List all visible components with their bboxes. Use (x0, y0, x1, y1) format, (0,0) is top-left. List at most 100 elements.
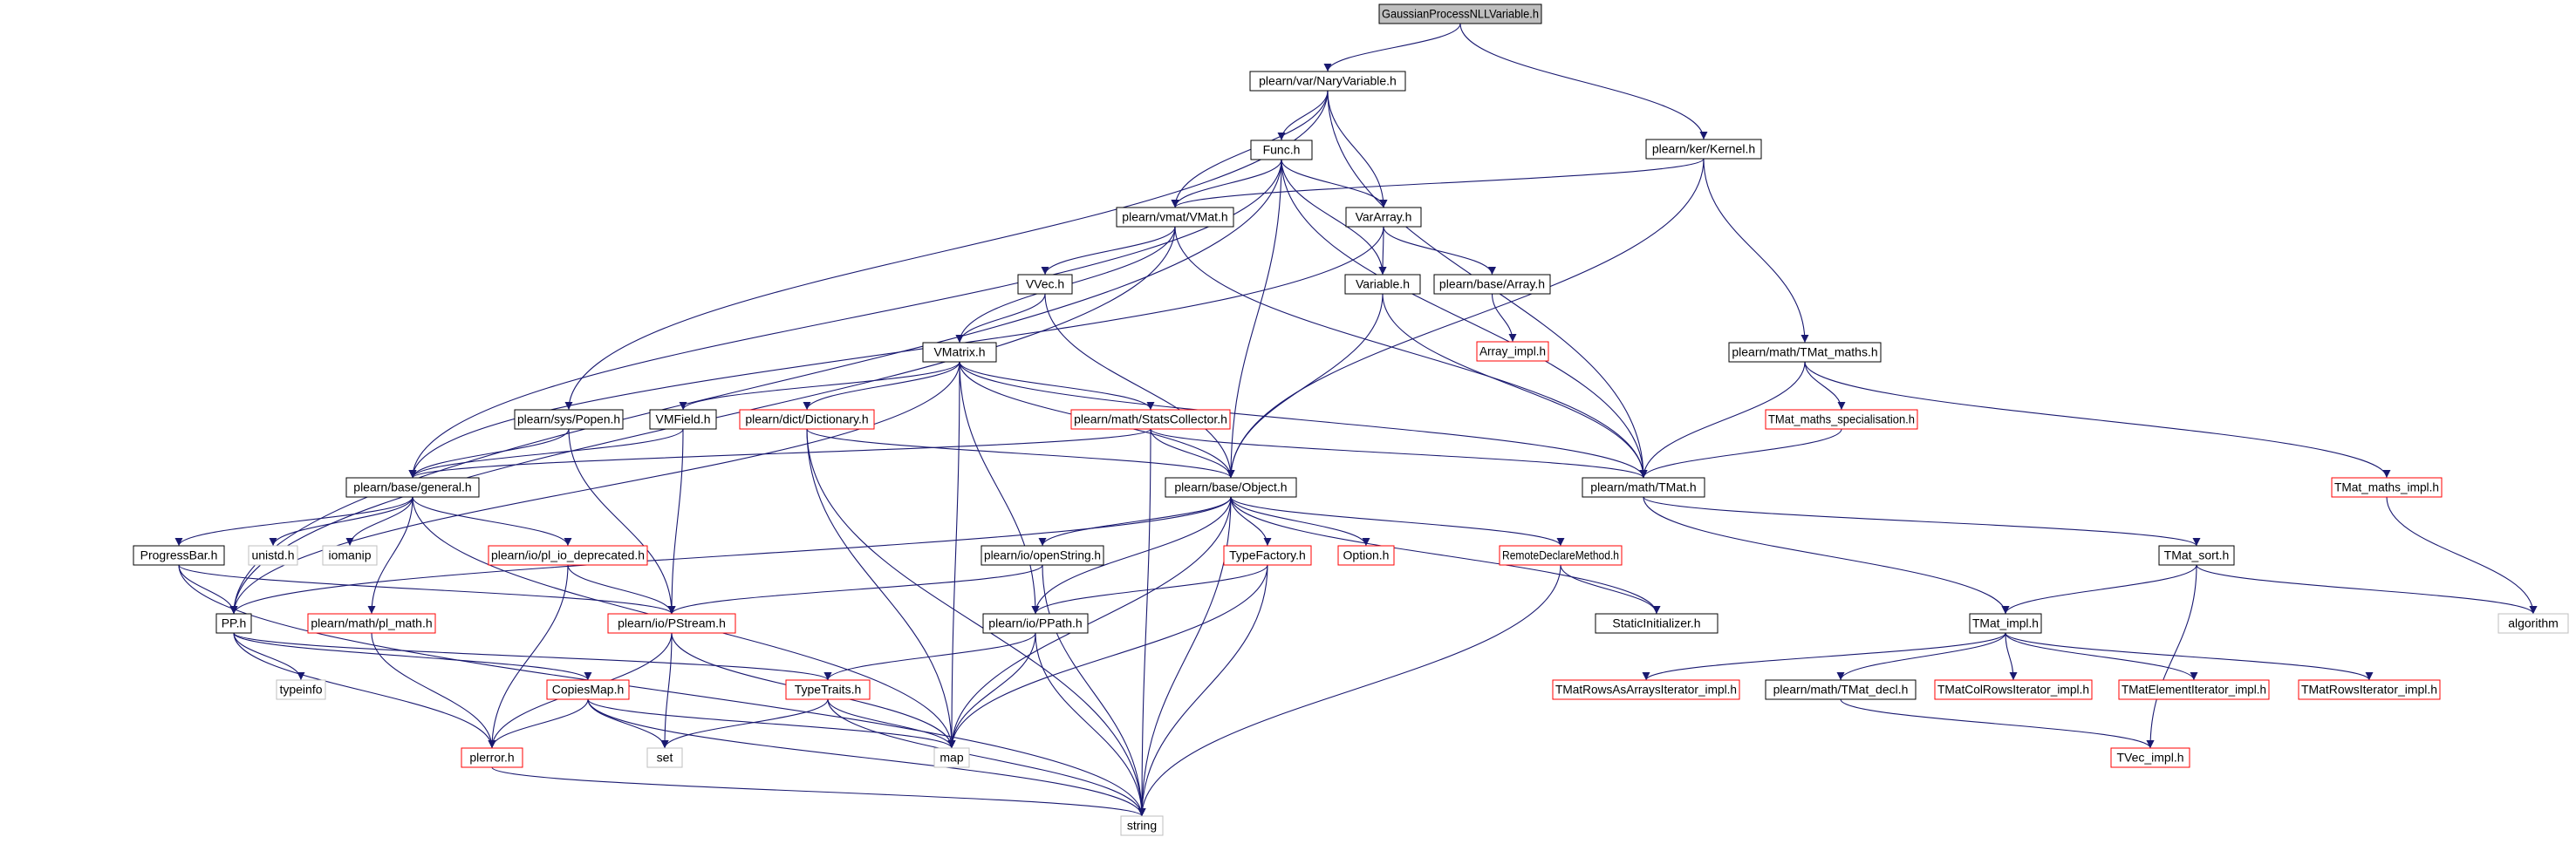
node-tmat[interactable]: plearn/math/TMat.h (1582, 477, 1705, 498)
edge-vmatrix-to-statscoll (959, 361, 1155, 411)
node-tmat_maths[interactable]: plearn/math/TMat_maths.h (1728, 342, 1882, 363)
edge-ppath-to-string (1035, 632, 1146, 817)
node-label-pstream: plearn/io/PStream.h (618, 616, 726, 630)
node-general[interactable]: plearn/base/general.h (345, 477, 480, 498)
edge-tmat_sort-to-tmat_impl (2001, 564, 2197, 615)
edge-progressbar-to-pstream (178, 564, 676, 615)
edge-vmatrix-to-vmfield (679, 361, 960, 411)
node-box-string (1120, 815, 1164, 836)
edge-tmat_sort-to-algorithm (2196, 564, 2538, 615)
node-box-tmat_sort (2158, 545, 2235, 566)
node-typefactory[interactable]: TypeFactory.h (1223, 545, 1312, 566)
node-label-option: Option.h (1343, 548, 1390, 562)
edge-tmat_maths-to-tmat_spec (1804, 361, 1846, 411)
edge-general-to-pl_io_dep (412, 496, 572, 547)
edge-remotedecl-to-string (1138, 564, 1561, 817)
node-vararray[interactable]: VarArray.h (1345, 207, 1422, 228)
edge-copiesmap-to-set (587, 698, 669, 749)
node-tmat_sort[interactable]: TMat_sort.h (2158, 545, 2235, 566)
node-box-typeinfo (276, 679, 326, 700)
node-rowsiter[interactable]: TMatRowsIterator_impl.h (2298, 679, 2441, 700)
node-ppath[interactable]: plearn/io/PPath.h (982, 613, 1089, 634)
edge-plerror-to-string (491, 766, 1146, 817)
node-label-rowsiter: TMatRowsIterator_impl.h (2301, 683, 2437, 697)
node-box-statscoll (1070, 409, 1231, 430)
node-pp[interactable]: PP.h (215, 613, 252, 634)
node-box-openstring (981, 545, 1104, 566)
node-label-func: Func.h (1263, 143, 1301, 157)
node-string: string (1120, 815, 1164, 836)
node-box-remotedecl (1499, 545, 1623, 566)
node-func[interactable]: Func.h (1250, 140, 1313, 160)
node-openstring[interactable]: plearn/io/openString.h (981, 545, 1104, 566)
node-kernel[interactable]: plearn/ker/Kernel.h (1645, 139, 1762, 160)
node-vmat[interactable]: plearn/vmat/VMat.h (1116, 207, 1234, 228)
node-vvec[interactable]: VVec.h (1017, 274, 1073, 295)
node-array_impl[interactable]: Array_impl.h (1476, 341, 1549, 362)
node-label-general: plearn/base/general.h (353, 480, 471, 494)
node-pstream[interactable]: plearn/io/PStream.h (607, 613, 736, 634)
node-box-nary (1249, 71, 1406, 92)
edge-tmat_spec-to-tmat (1639, 428, 1842, 479)
edge-progressbar-to-string (178, 564, 1146, 817)
node-pl_io_dep[interactable]: plearn/io/pl_io_deprecated.h (488, 545, 648, 566)
edge-vmatrix-to-map (947, 361, 960, 749)
edge-root-to-nary (1323, 23, 1461, 72)
node-tvec_impl[interactable]: TVec_impl.h (2110, 747, 2190, 768)
node-nary[interactable]: plearn/var/NaryVariable.h (1249, 71, 1406, 92)
node-statscoll[interactable]: plearn/math/StatsCollector.h (1070, 409, 1231, 430)
edge-tmat_impl-to-rowsiter (2005, 632, 2374, 681)
node-elemiter[interactable]: TMatElementIterator_impl.h (2118, 679, 2270, 700)
node-vmatrix[interactable]: VMatrix.h (922, 342, 997, 363)
node-box-unistd (248, 545, 298, 566)
edge-popen-to-general (408, 428, 570, 479)
node-rowsasarrays[interactable]: TMatRowsAsArraysIterator_impl.h (1552, 679, 1740, 700)
edge-vararray-to-variable (1378, 226, 1387, 276)
node-pl_math[interactable]: plearn/math/pl_math.h (307, 613, 436, 634)
node-label-algorithm: algorithm (2508, 616, 2559, 630)
node-box-general (345, 477, 480, 498)
node-variable[interactable]: Variable.h (1344, 274, 1421, 295)
edge-tmat_sort-to-tvec_impl (2146, 564, 2197, 749)
node-remotedecl[interactable]: RemoteDeclareMethod.h (1499, 545, 1623, 566)
node-staticinit[interactable]: StaticInitializer.h (1595, 613, 1718, 634)
node-dictionary[interactable]: plearn/dict/Dictionary.h (739, 409, 875, 430)
node-box-kernel (1645, 139, 1762, 160)
node-progressbar[interactable]: ProgressBar.h (133, 545, 225, 566)
node-box-set (646, 747, 683, 768)
node-array[interactable]: plearn/base/Array.h (1433, 274, 1551, 295)
node-popen[interactable]: plearn/sys/Popen.h (514, 409, 624, 430)
node-box-pl_math (307, 613, 436, 634)
node-label-pl_math: plearn/math/pl_math.h (311, 616, 432, 630)
edge-typefactory-to-ppath (1031, 564, 1268, 615)
node-tmat_maths_impl[interactable]: TMat_maths_impl.h (2331, 477, 2443, 498)
node-box-array (1433, 274, 1551, 295)
edge-nary-to-vararray (1327, 90, 1388, 208)
node-tmat_spec[interactable]: TMat_maths_specialisation.h (1765, 409, 1918, 430)
edge-pl_io_dep-to-pstream (567, 564, 676, 615)
node-label-root: GaussianProcessNLLVariable.h (1382, 7, 1539, 21)
node-tmat_impl[interactable]: TMat_impl.h (1969, 613, 2042, 634)
node-vmfield[interactable]: VMField.h (649, 409, 717, 430)
node-copiesmap[interactable]: CopiesMap.h (546, 679, 630, 700)
edge-dictionary-to-object (806, 428, 1235, 479)
node-box-iomanip (322, 545, 378, 566)
node-typetraits[interactable]: TypeTraits.h (785, 679, 871, 700)
node-label-vmatrix: VMatrix.h (933, 345, 985, 359)
node-colrows[interactable]: TMatColRowsIterator_impl.h (1934, 679, 2093, 700)
header-nodes: GaussianProcessNLLVariable.h plearn/var/N… (133, 3, 2569, 836)
edge-typefactory-to-string (1138, 564, 1268, 817)
edge-object-to-remotedecl (1230, 496, 1565, 547)
edge-kernel-to-object (1227, 158, 1705, 479)
node-label-typefactory: TypeFactory.h (1229, 548, 1306, 562)
node-object[interactable]: plearn/base/Object.h (1165, 477, 1297, 498)
node-tmat_decl[interactable]: plearn/math/TMat_decl.h (1765, 679, 1917, 700)
node-label-tmat_decl: plearn/math/TMat_decl.h (1773, 683, 1909, 697)
node-box-elemiter (2118, 679, 2270, 700)
edge-dictionary-to-map (806, 428, 956, 749)
node-label-statscoll: plearn/math/StatsCollector.h (1074, 412, 1227, 426)
edge-object-to-staticinit (1230, 496, 1661, 615)
node-option[interactable]: Option.h (1337, 545, 1395, 566)
node-plerror[interactable]: plerror.h (461, 747, 523, 768)
node-box-root (1378, 3, 1542, 24)
